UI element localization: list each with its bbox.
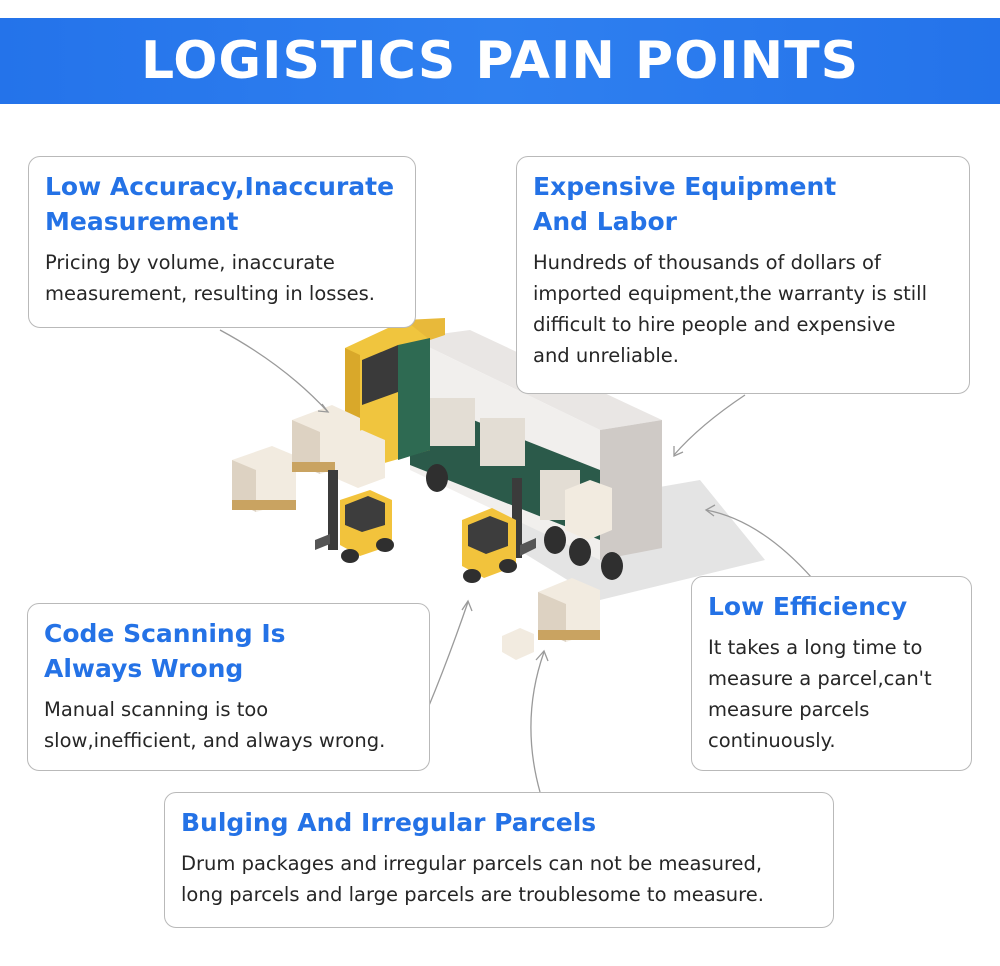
forklift-left — [315, 470, 394, 563]
text-line-3: measure parcels — [708, 698, 870, 721]
text-line-2: slow,inefficient, and always wrong. — [44, 729, 386, 752]
connector-arrows — [219, 329, 813, 793]
text-line-1: It takes a long time to — [708, 636, 923, 659]
text-line-1: Hundreds of thousands of dollars of — [533, 251, 881, 274]
pain-point-title: Low Efficiency — [708, 589, 955, 624]
pain-point-low-efficiency: Low Efficiency It takes a long time to m… — [691, 576, 972, 771]
title-line-2: Always Wrong — [44, 654, 244, 683]
text-line-2: long parcels and large parcels are troub… — [181, 883, 764, 906]
title-line-1: Low Accuracy,Inaccurate — [45, 172, 395, 201]
title-line-2: And Labor — [533, 207, 677, 236]
parcel-stacks — [232, 405, 612, 660]
text-line-2: imported equipment,the warranty is still — [533, 282, 927, 305]
pain-point-title: Low Accuracy,Inaccurate Measurement — [45, 169, 399, 239]
truck-wheels — [426, 464, 623, 580]
text-line-4: and unreliable. — [533, 344, 679, 367]
title-line-1: Low Efficiency — [708, 592, 908, 621]
text-line-2: measurement, resulting in losses. — [45, 282, 375, 305]
pain-point-expensive-equipment: Expensive Equipment And Labor Hundreds o… — [516, 156, 970, 394]
text-line-3: difficult to hire people and expensive — [533, 313, 896, 336]
pain-point-code-scanning: Code Scanning Is Always Wrong Manual sca… — [27, 603, 430, 771]
pain-point-title: Expensive Equipment And Labor — [533, 169, 953, 239]
text-line-1: Drum packages and irregular parcels can … — [181, 852, 763, 875]
pain-point-low-accuracy: Low Accuracy,Inaccurate Measurement Pric… — [28, 156, 416, 328]
truck-cab — [345, 318, 445, 470]
title-line-1: Bulging And Irregular Parcels — [181, 808, 597, 837]
title-line-2: Measurement — [45, 207, 239, 236]
pain-point-title: Code Scanning Is Always Wrong — [44, 616, 413, 686]
pain-point-text: Pricing by volume, inaccurate measuremen… — [45, 247, 399, 309]
header-banner: LOGISTICS PAIN POINTS — [0, 18, 1000, 104]
text-line-1: Pricing by volume, inaccurate — [45, 251, 335, 274]
text-line-1: Manual scanning is too — [44, 698, 269, 721]
pain-point-text: Hundreds of thousands of dollars of impo… — [533, 247, 953, 371]
page-title: LOGISTICS PAIN POINTS — [140, 31, 860, 91]
title-line-1: Expensive Equipment — [533, 172, 837, 201]
pain-point-text: Manual scanning is too slow,inefficient,… — [44, 694, 413, 756]
pain-point-text: It takes a long time to measure a parcel… — [708, 632, 955, 756]
text-line-2: measure a parcel,can't — [708, 667, 932, 690]
pain-point-text: Drum packages and irregular parcels can … — [181, 848, 817, 910]
pain-point-irregular-parcels: Bulging And Irregular Parcels Drum packa… — [164, 792, 834, 928]
text-line-4: continuously. — [708, 729, 836, 752]
title-line-1: Code Scanning Is — [44, 619, 286, 648]
forklift-right — [462, 478, 536, 583]
trailer — [410, 330, 662, 560]
pain-point-title: Bulging And Irregular Parcels — [181, 805, 817, 840]
